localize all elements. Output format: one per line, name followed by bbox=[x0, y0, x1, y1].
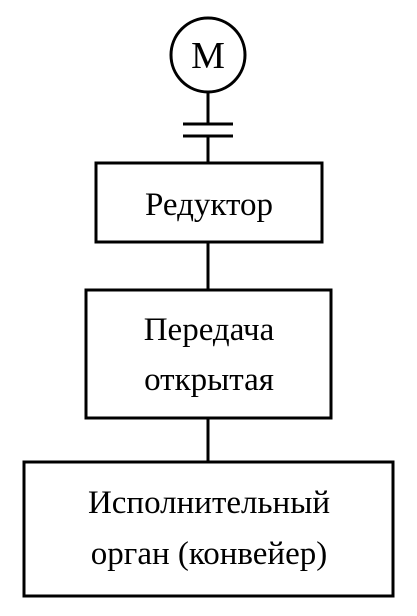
reducer-label: Редуктор bbox=[145, 187, 273, 223]
actuator-label-line2: орган (конвейер) bbox=[91, 536, 327, 572]
open-transmission-label-line1: Передача bbox=[144, 312, 275, 348]
motor-label: М bbox=[191, 35, 225, 77]
actuator-block bbox=[22, 460, 395, 598]
open-transmission-block bbox=[84, 288, 333, 420]
open-transmission-label-line2: открытая bbox=[144, 362, 274, 398]
actuator-label-line1: Исполнительный bbox=[88, 485, 330, 521]
